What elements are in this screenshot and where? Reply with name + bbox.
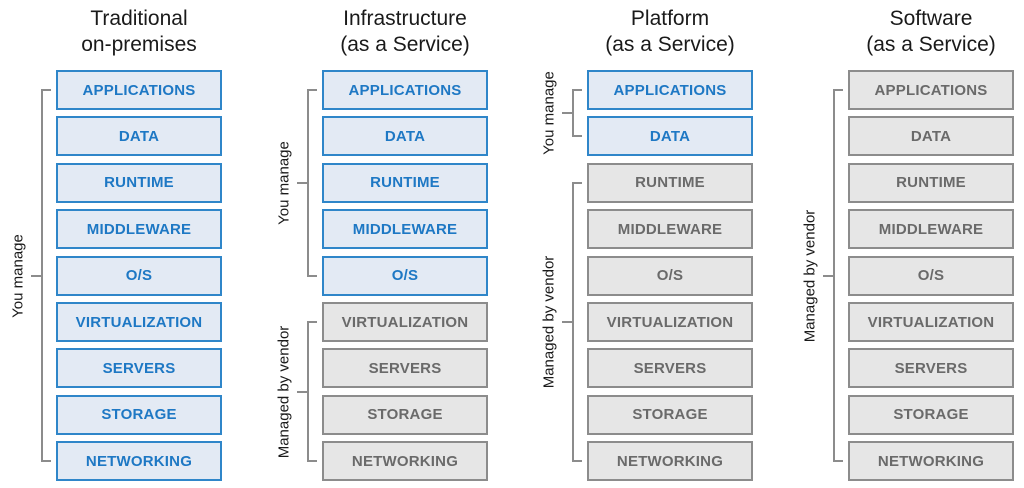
layer-middleware: MIDDLEWARE — [56, 209, 222, 250]
bracket-tick — [41, 89, 51, 91]
layer-o-s: O/S — [56, 255, 222, 296]
group-label-text: You manage — [540, 71, 558, 156]
bracket-tick — [572, 135, 582, 138]
bracket-tick — [572, 89, 582, 91]
layer-applications: APPLICATIONS — [848, 70, 1014, 110]
layer-o-s: O/S — [322, 255, 488, 296]
layer-o-s: O/S — [587, 255, 753, 296]
bracket-tick — [833, 460, 843, 463]
group-label-text: Managed by vendor — [801, 209, 819, 342]
column-title-line2: (as a Service) — [340, 33, 470, 56]
group-label-text: Managed by vendor — [540, 255, 558, 389]
column-title-line2: (as a Service) — [866, 33, 996, 56]
layer-networking: NETWORKING — [848, 441, 1014, 482]
column-title: Infrastructure (as a Service) — [285, 6, 525, 58]
layer-servers: SERVERS — [587, 348, 753, 389]
layer-applications: APPLICATIONS — [322, 70, 488, 110]
layer-virtualization: VIRTUALIZATION — [56, 302, 222, 342]
layer-data: DATA — [56, 116, 222, 157]
group-bracket — [307, 322, 309, 462]
layer-storage: STORAGE — [848, 394, 1014, 435]
layer-runtime: RUNTIME — [587, 162, 753, 203]
layer-o-s: O/S — [848, 255, 1014, 296]
layer-storage: STORAGE — [56, 394, 222, 435]
bracket-tick — [572, 181, 582, 184]
layer-networking: NETWORKING — [56, 441, 222, 482]
bracket-tick — [307, 460, 317, 463]
column-title-line1: Platform — [630, 7, 710, 30]
group-label-text: Managed by vendor — [275, 325, 293, 458]
layer-middleware: MIDDLEWARE — [587, 209, 753, 250]
layer-servers: SERVERS — [848, 348, 1014, 389]
bracket-connector — [823, 274, 833, 277]
group-bracket — [572, 182, 574, 462]
bracket-connector — [31, 274, 41, 277]
bracket-connector — [562, 321, 572, 323]
column-title: Platform (as a Service) — [550, 6, 790, 58]
layer-virtualization: VIRTUALIZATION — [848, 302, 1014, 342]
layer-middleware: MIDDLEWARE — [848, 209, 1014, 250]
column-title-line1: Infrastructure — [343, 7, 467, 30]
layer-servers: SERVERS — [322, 348, 488, 389]
layer-data: DATA — [587, 116, 753, 157]
group-bracket — [572, 90, 574, 137]
layer-data: DATA — [322, 116, 488, 157]
layer-networking: NETWORKING — [587, 441, 753, 482]
layer-virtualization: VIRTUALIZATION — [587, 302, 753, 342]
group-bracket — [307, 90, 309, 276]
bracket-tick — [307, 274, 317, 277]
bracket-connector — [562, 112, 572, 115]
group-label-text: You manage — [275, 140, 293, 225]
layer-middleware: MIDDLEWARE — [322, 209, 488, 250]
bracket-tick — [307, 321, 317, 323]
layer-data: DATA — [848, 116, 1014, 157]
bracket-tick — [833, 89, 843, 91]
column-title: Traditional on-premises — [19, 6, 259, 58]
layer-applications: APPLICATIONS — [56, 70, 222, 110]
layer-virtualization: VIRTUALIZATION — [322, 302, 488, 342]
layer-networking: NETWORKING — [322, 441, 488, 482]
column-title-line1: Software — [889, 7, 973, 30]
layer-storage: STORAGE — [322, 394, 488, 435]
column-title: Software (as a Service) — [811, 6, 1024, 58]
layer-runtime: RUNTIME — [322, 162, 488, 203]
layer-applications: APPLICATIONS — [587, 70, 753, 110]
bracket-connector — [297, 390, 307, 393]
bracket-connector — [297, 181, 307, 184]
group-label-text: You manage — [9, 233, 27, 318]
bracket-tick — [572, 460, 582, 463]
bracket-tick — [307, 89, 317, 91]
bracket-tick — [41, 460, 51, 463]
layer-runtime: RUNTIME — [56, 162, 222, 203]
column-title-line2: on-premises — [81, 33, 197, 56]
column-title-line1: Traditional — [90, 7, 188, 30]
layer-storage: STORAGE — [587, 394, 753, 435]
group-bracket — [41, 90, 43, 462]
layer-runtime: RUNTIME — [848, 162, 1014, 203]
layer-servers: SERVERS — [56, 348, 222, 389]
group-bracket — [833, 90, 835, 462]
column-title-line2: (as a Service) — [605, 33, 735, 56]
